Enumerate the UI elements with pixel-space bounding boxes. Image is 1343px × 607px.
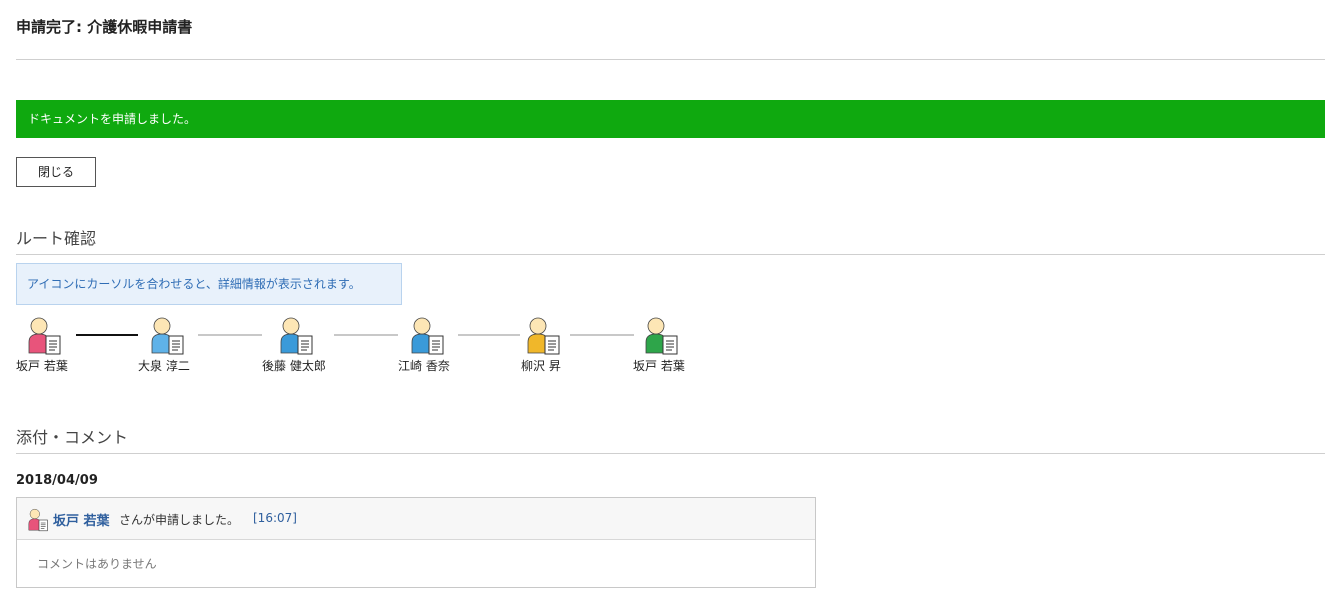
route-connector-4 <box>458 334 520 336</box>
comment-action: さんが申請しました。 <box>119 513 240 527</box>
attachments-heading: 添付・コメント <box>16 428 129 447</box>
title-divider <box>16 59 1325 60</box>
comment-time: [16:07] <box>253 511 297 525</box>
route-step-3-icon[interactable] <box>278 316 318 356</box>
route-step-1-name: 坂戸 若葉 <box>16 359 68 373</box>
route-step-2-name: 大泉 淳二 <box>138 359 190 373</box>
route-step-5-icon[interactable] <box>525 316 565 356</box>
route-step-2-icon[interactable] <box>149 316 189 356</box>
route-step-3-name: 後藤 健太郎 <box>262 359 326 373</box>
comment-user-link[interactable]: 坂戸 若葉 <box>53 514 110 529</box>
attachments-divider <box>16 453 1325 454</box>
route-step-6-icon[interactable] <box>643 316 683 356</box>
route-step-5-name: 柳沢 昇 <box>521 359 561 373</box>
comment-header: 坂戸 若葉 さんが申請しました。 [16:07] <box>17 498 815 540</box>
route-divider <box>16 254 1325 255</box>
route-step-4-icon[interactable] <box>409 316 449 356</box>
route-step-6-name: 坂戸 若葉 <box>633 359 685 373</box>
comment-date: 2018/04/09 <box>16 473 98 488</box>
page-title: 申請完了: 介護休暇申請書 <box>16 18 193 36</box>
route-connector-3 <box>334 334 398 336</box>
route-connector-1 <box>76 334 138 336</box>
route-connector-2 <box>198 334 262 336</box>
route-connector-5 <box>570 334 634 336</box>
route-heading: ルート確認 <box>16 229 97 248</box>
applicant-avatar-icon[interactable] <box>27 508 51 532</box>
comment-text: コメントはありません <box>37 557 157 571</box>
comment-card: 坂戸 若葉 さんが申請しました。 [16:07] コメントはありません <box>16 497 816 588</box>
route-step-4-name: 江崎 香奈 <box>398 359 450 373</box>
route-step-1-icon[interactable] <box>26 316 66 356</box>
route-hint: アイコンにカーソルを合わせると、詳細情報が表示されます。 <box>16 263 402 305</box>
success-banner: ドキュメントを申請しました。 <box>16 100 1325 138</box>
close-button[interactable]: 閉じる <box>16 157 96 187</box>
